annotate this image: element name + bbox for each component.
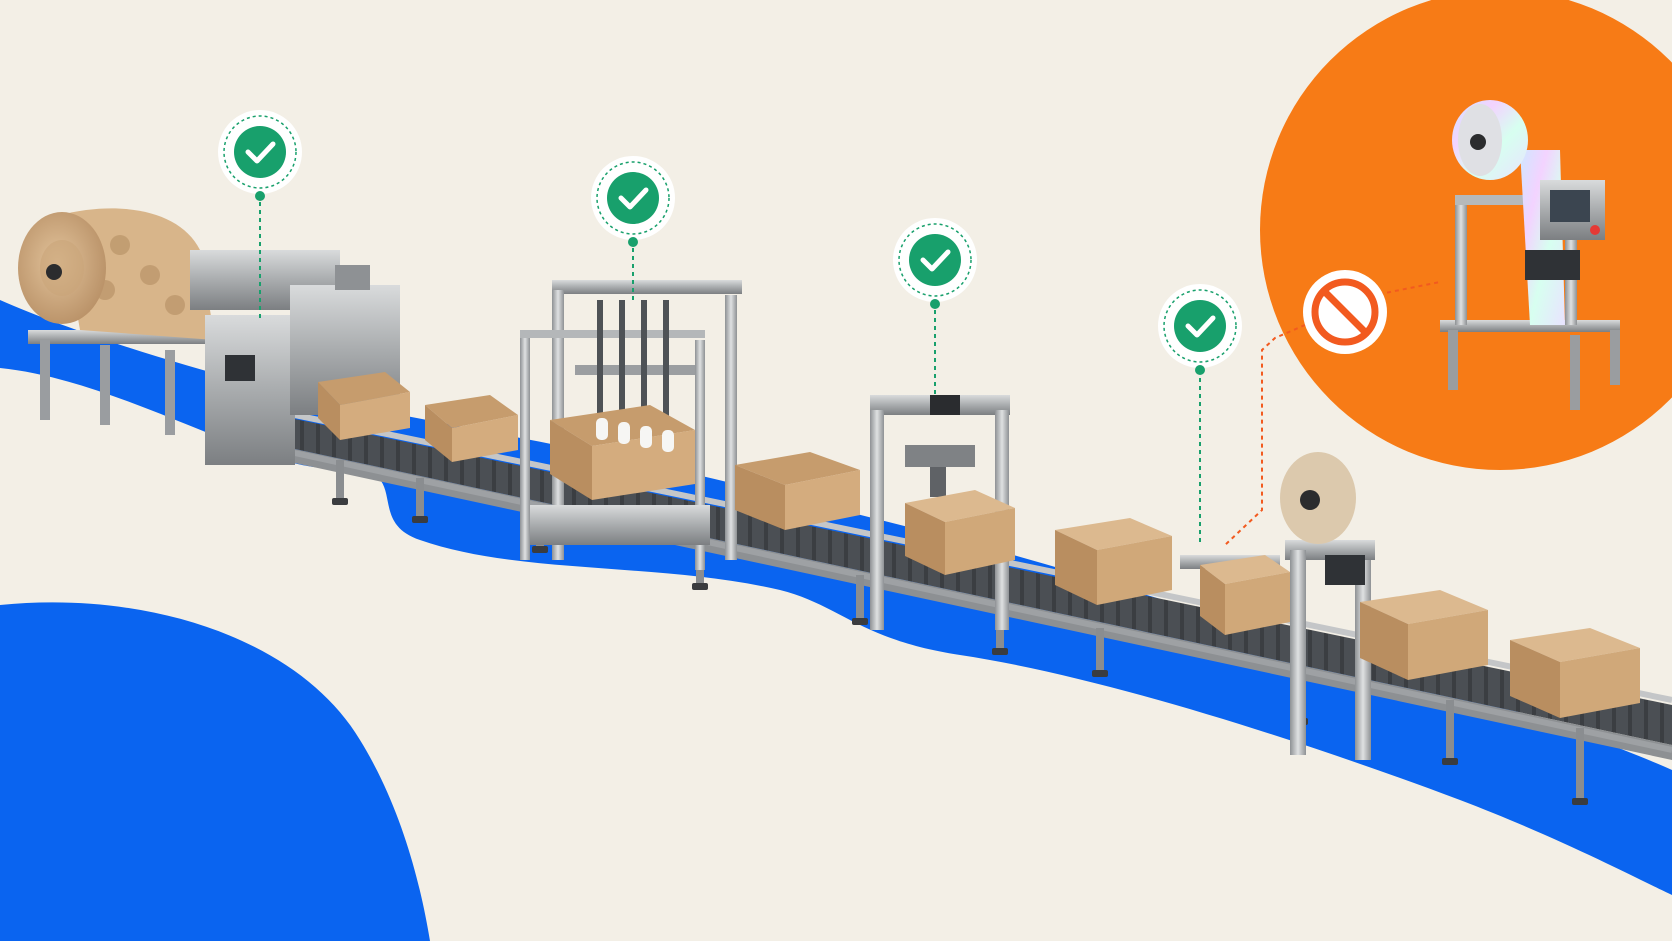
- closed-box-1: [905, 490, 1015, 575]
- status-ok-marker-3: [893, 218, 977, 309]
- open-box-1: [318, 372, 410, 440]
- prohibited-icon: [1320, 287, 1370, 337]
- status-blocked-marker: [1303, 270, 1387, 354]
- holographic-labeler-machine: [1440, 100, 1620, 410]
- open-box-2: [425, 395, 518, 462]
- status-ok-marker-1: [218, 110, 302, 201]
- filling-machine-station: [520, 280, 742, 570]
- open-box-3: [735, 452, 860, 530]
- check-icon: [245, 141, 276, 164]
- status-ok-marker-4: [1158, 284, 1242, 375]
- check-icon: [618, 187, 649, 210]
- closed-box-3: [1200, 555, 1290, 635]
- check-icon: [1185, 315, 1216, 338]
- check-icon: [920, 249, 951, 272]
- tape-applicator-station: [1180, 452, 1375, 760]
- boxes: [318, 372, 1640, 718]
- blue-corner-blob: [0, 602, 430, 941]
- closed-box-2: [1055, 518, 1172, 605]
- closed-box-4: [1360, 590, 1488, 680]
- sealing-gantry-station: [870, 395, 1010, 630]
- status-ok-marker-2: [591, 156, 675, 247]
- closed-box-5: [1510, 628, 1640, 718]
- filling-box: [550, 405, 695, 500]
